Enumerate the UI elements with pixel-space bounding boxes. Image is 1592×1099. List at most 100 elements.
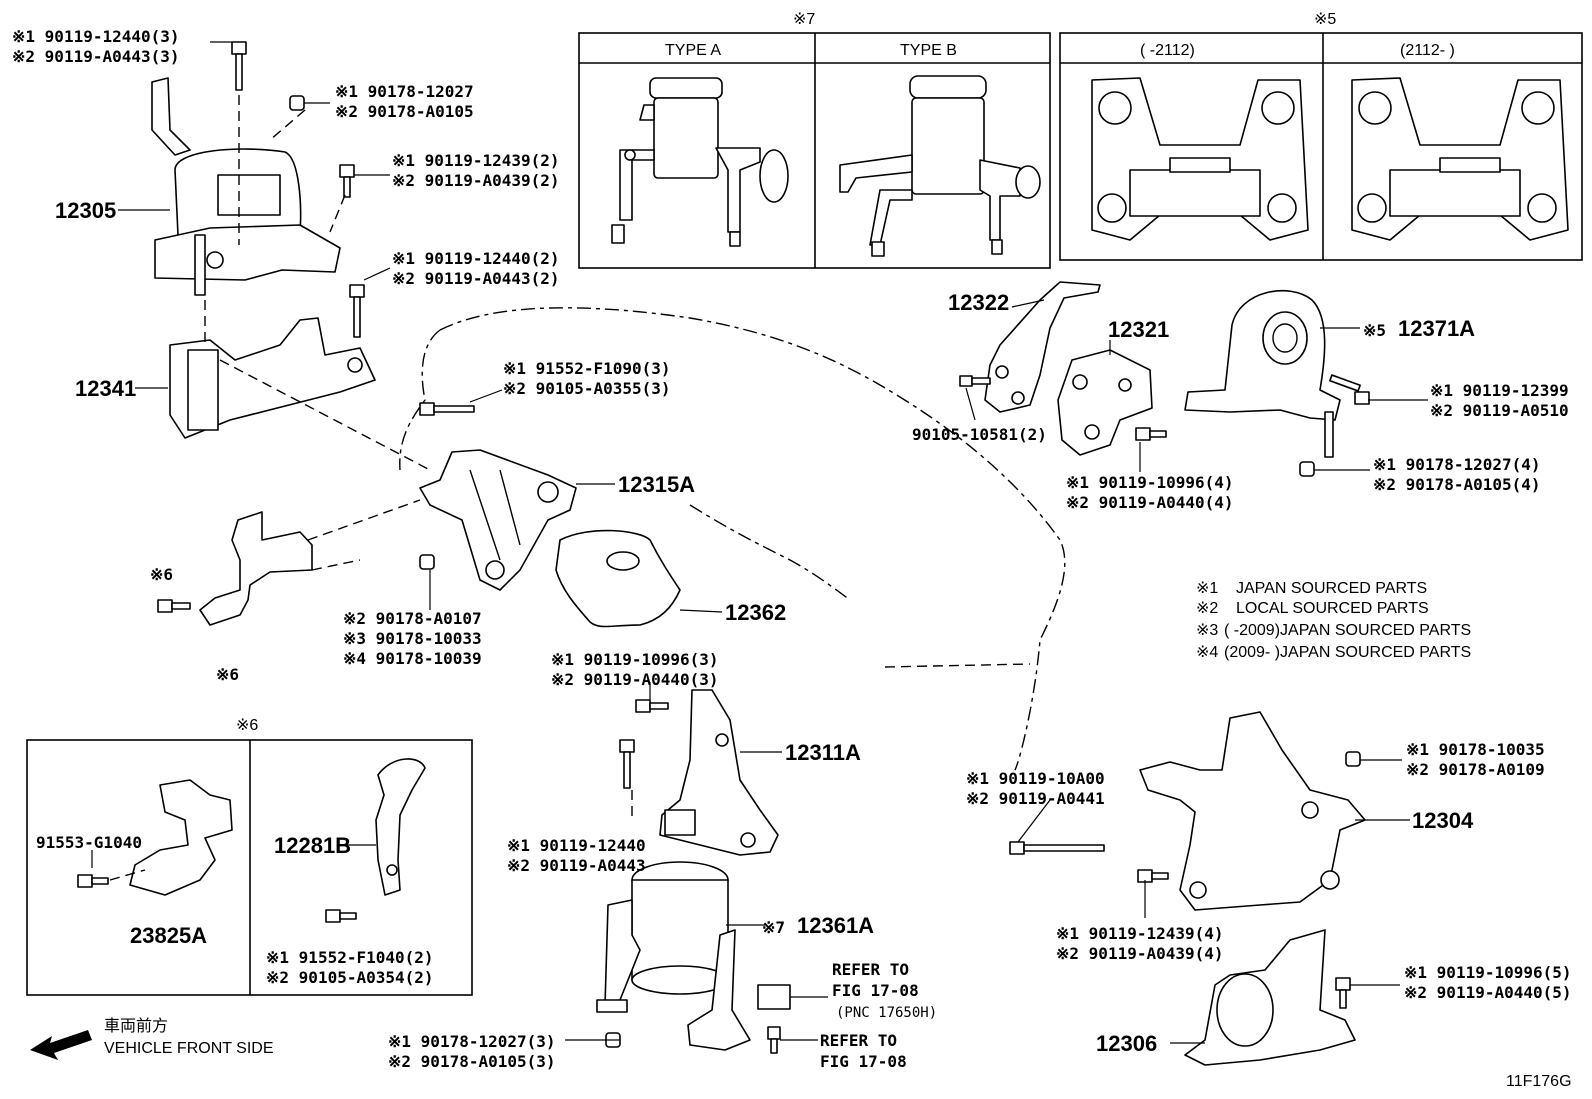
legend-mark-4: ※4 <box>1196 644 1218 661</box>
callout-5a: ※1 91552-F1090(3) <box>503 359 671 378</box>
callouts: ※1 90119-12440(3) ※2 90119-A0443(3) ※1 9… <box>12 27 1572 1071</box>
bracket-12281B-drawing <box>375 758 426 896</box>
fasteners <box>77 41 1370 1054</box>
callout-6c: ※4 90178-10039 <box>343 649 482 668</box>
type-b-label: TYPE B <box>900 42 957 59</box>
box-date-variants: ※5 ( -2112) (2112- ) <box>1059 11 1583 261</box>
mount-12306-drawing <box>1184 929 1356 1066</box>
callout-3a: ※1 90119-12439(2) <box>392 151 560 170</box>
callout-8a: ※1 90119-12440 <box>507 836 646 855</box>
legend-text-3: ( -2009)JAPAN SOURCED PARTS <box>1224 622 1471 639</box>
mark-6-a: ※6 <box>150 565 173 584</box>
mark-7: ※7 <box>762 918 785 937</box>
box7-mark: ※7 <box>793 11 815 28</box>
callout-8b: ※2 90119-A0443 <box>507 856 646 875</box>
refer1-line1: REFER TO <box>832 960 909 979</box>
mount-variant-1-drawing <box>1091 77 1309 241</box>
legend-text-2: LOCAL SOURCED PARTS <box>1236 600 1429 617</box>
type-a-mount-drawing <box>611 77 789 247</box>
callout-4b: ※2 90119-A0443(2) <box>392 269 560 288</box>
callout-4a: ※1 90119-12440(2) <box>392 249 560 268</box>
arrow-left-icon <box>30 1030 92 1060</box>
legend-mark-1: ※1 <box>1196 580 1218 597</box>
vehicle-front-jp: 車両前方 <box>104 1017 168 1035</box>
label-12341: 12341 <box>75 376 136 401</box>
callout-19b: ※2 90105-A0354(2) <box>266 968 434 987</box>
callout-7a: ※1 90119-10996(3) <box>551 650 719 669</box>
callout-2b: ※2 90178-A0105 <box>335 102 474 121</box>
callout-9a: ※1 90178-12027(3) <box>388 1032 556 1051</box>
callout-12b: ※2 90119-A0510 <box>1430 401 1569 420</box>
box6-mark: ※6 <box>236 717 258 734</box>
label-12311A: 12311A <box>785 740 861 765</box>
callout-13b: ※2 90178-A0105(4) <box>1373 475 1541 494</box>
box5-col1: ( -2112) <box>1140 42 1195 59</box>
label-12304: 12304 <box>1412 808 1474 833</box>
callout-12a: ※1 90119-12399 <box>1430 381 1569 400</box>
callout-10: 90105-10581(2) <box>912 425 1047 444</box>
callout-9b: ※2 90178-A0105(3) <box>388 1052 556 1071</box>
bracket-12341-drawing <box>169 317 376 439</box>
mount-12321-drawing <box>1057 349 1153 456</box>
label-12361A: 12361A <box>797 913 874 938</box>
bracket-option6-drawing <box>199 511 313 626</box>
box5-col2: (2112- ) <box>1400 42 1455 59</box>
leader-lines <box>91 41 1428 1044</box>
callout-16b: ※2 90119-A0439(4) <box>1056 944 1224 963</box>
type-b-mount-drawing <box>839 75 1041 257</box>
callout-15a: ※1 90178-10035 <box>1406 740 1545 759</box>
callout-7b: ※2 90119-A0440(3) <box>551 670 719 689</box>
label-23825A: 23825A <box>130 923 207 948</box>
callout-17a: ※1 90119-10996(5) <box>1404 963 1572 982</box>
figure-code: 11F176G <box>1506 1073 1572 1090</box>
callout-6b: ※3 90178-10033 <box>343 629 482 648</box>
label-12315A: 12315A <box>618 472 695 497</box>
callout-19a: ※1 91552-F1040(2) <box>266 948 434 967</box>
refer-block-1: REFER TO FIG 17-08 (PNC 17650H) <box>832 960 937 1021</box>
vehicle-front-en: VEHICLE FRONT SIDE <box>104 1040 274 1057</box>
legend: ※1 JAPAN SOURCED PARTS ※2 LOCAL SOURCED … <box>1196 580 1471 661</box>
mount-12305-drawing <box>151 77 341 296</box>
mark-6-b: ※6 <box>216 665 239 684</box>
mount-variant-2-drawing <box>1351 77 1569 241</box>
callout-18: 91553-G1040 <box>36 833 142 852</box>
refer1-line2: FIG 17-08 <box>832 981 919 1000</box>
legend-text-1: JAPAN SOURCED PARTS <box>1236 580 1427 597</box>
engine-outline-bottom <box>884 663 1031 668</box>
callout-2a: ※1 90178-12027 <box>335 82 474 101</box>
engine-outline <box>399 307 1066 771</box>
label-12306: 12306 <box>1096 1031 1157 1056</box>
legend-text-4: (2009- )JAPAN SOURCED PARTS <box>1224 644 1471 661</box>
bracket-12311A-drawing <box>659 689 779 856</box>
legend-mark-3: ※3 <box>1196 622 1218 639</box>
bracket-12315A-drawing <box>419 449 577 591</box>
refer2-line1: REFER TO <box>820 1031 897 1050</box>
label-12305: 12305 <box>55 198 116 223</box>
callout-16a: ※1 90119-12439(4) <box>1056 924 1224 943</box>
bracket-12304-drawing <box>1139 711 1366 911</box>
vehicle-front-indicator: 車両前方 VEHICLE FRONT SIDE <box>30 1017 274 1060</box>
callout-1b: ※2 90119-A0443(3) <box>12 47 180 66</box>
type-a-label: TYPE A <box>665 42 721 59</box>
bracket-12322-drawing <box>984 281 1101 413</box>
label-12321: 12321 <box>1108 317 1169 342</box>
box5-mark: ※5 <box>1314 11 1336 28</box>
cover-23825A-drawing <box>129 779 233 896</box>
callout-1a: ※1 90119-12440(3) <box>12 27 180 46</box>
callout-17b: ※2 90119-A0440(5) <box>1404 983 1572 1002</box>
legend-mark-2: ※2 <box>1196 600 1218 617</box>
mount-12371A-drawing <box>1184 289 1341 458</box>
callout-6a: ※2 90178-A0107 <box>343 609 482 628</box>
label-12371A: 12371A <box>1398 316 1475 341</box>
box-type-ab: ※7 TYPE A TYPE B <box>578 11 1051 269</box>
cover-12362-drawing <box>555 529 681 628</box>
refer1-line3: (PNC 17650H) <box>836 1005 937 1021</box>
callout-13a: ※1 90178-12027(4) <box>1373 455 1541 474</box>
callout-15b: ※2 90178-A0109 <box>1406 760 1545 779</box>
callout-14a: ※1 90119-10A00 <box>966 769 1105 788</box>
box-option-6: ※6 <box>26 717 473 996</box>
mount-12361A-drawing <box>596 861 791 1051</box>
label-12281B: 12281B <box>274 833 351 858</box>
callout-11a: ※1 90119-10996(4) <box>1066 473 1234 492</box>
